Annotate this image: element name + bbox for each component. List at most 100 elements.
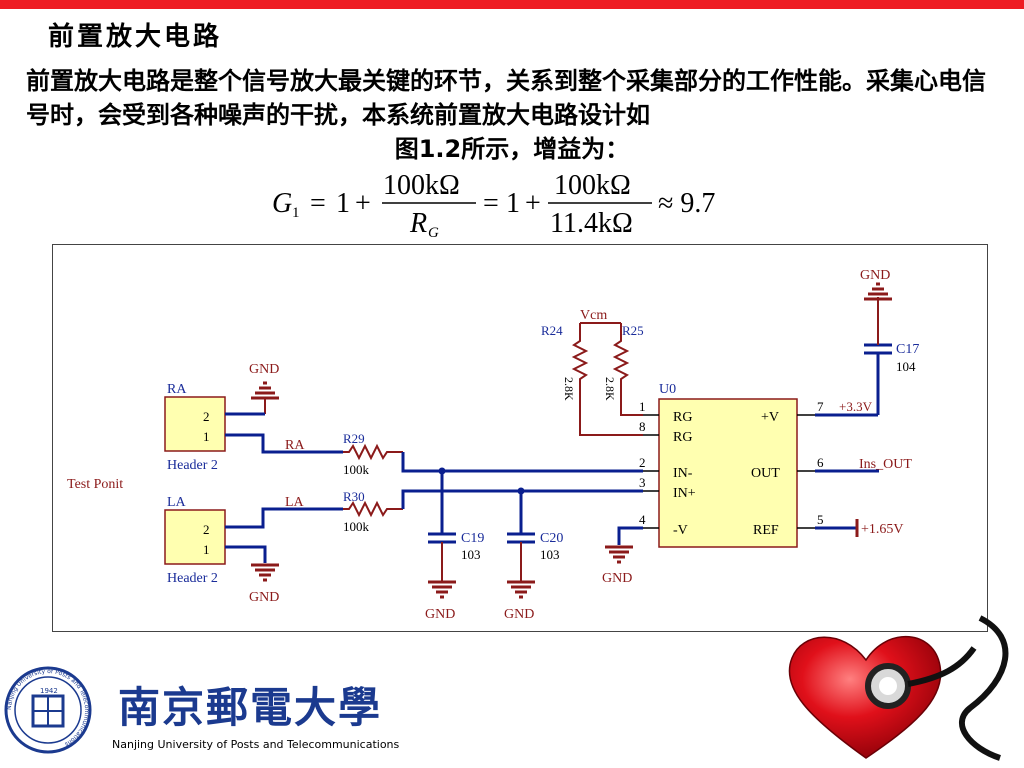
schematic-diagram: Test Ponit RA 2 1 Header 2 LA 2 1 Header… <box>52 244 988 632</box>
r25-value: 2.8K <box>603 377 617 401</box>
seal-outer-ring <box>4 666 92 754</box>
ra-pin1: 1 <box>203 429 210 444</box>
u0-chip <box>658 398 798 548</box>
paragraph: 前置放大电路是整个信号放大最关键的环节，关系到整个采集部分的工作性能。采集心电信… <box>26 67 986 129</box>
stethoscope-diaphragm <box>879 677 897 695</box>
slide-title: 前置放大电路 <box>48 22 223 52</box>
heart-shape <box>788 636 942 759</box>
wire-r29-in-minus <box>401 452 643 473</box>
u0-pin6-num: 6 <box>817 455 824 470</box>
formula-den-1: R <box>409 208 427 239</box>
ra-net-label: RA <box>285 438 305 453</box>
formula-num-1: 100kΩ <box>383 170 460 201</box>
ra-pin2: 2 <box>203 409 210 424</box>
c20-value: 103 <box>540 547 560 562</box>
r25-resistor <box>612 323 643 416</box>
gnd-label-c19: GND <box>425 607 455 622</box>
u0-pin4-num: 4 <box>639 512 646 527</box>
university-name-cn: 南京郵電大學 <box>118 683 382 732</box>
figure-ref-post: 所示，增益为： <box>461 135 630 163</box>
gain-formula: G 1 = 1 + 100kΩ R G = 1 + 100kΩ 11.4kΩ ≈… <box>272 170 715 241</box>
gnd-label-ra: GND <box>249 362 279 377</box>
seal-inner-ring <box>14 676 82 744</box>
la-pin1: 1 <box>203 542 210 557</box>
ra-header-name: RA <box>167 382 187 397</box>
wire-r30-in-plus <box>401 489 643 509</box>
gnd-symbol-ra <box>249 381 281 400</box>
la-header-name: LA <box>167 495 187 510</box>
formula-lhs-sub: 1 <box>292 205 300 221</box>
gnd-symbol-vminus <box>603 545 635 564</box>
r24-value: 2.8K <box>562 377 576 401</box>
c17-name: C17 <box>896 342 919 357</box>
formula-one-2: 1 <box>506 188 520 219</box>
r29-value: 100k <box>343 462 370 477</box>
la-header-type: Header 2 <box>167 571 218 586</box>
formula-one-1: 1 <box>336 188 350 219</box>
stethoscope-tube-connector <box>907 646 977 687</box>
test-point-label: Test Ponit <box>67 477 123 492</box>
wire-la-net <box>225 507 343 529</box>
formula-result: ≈ 9.7 <box>658 188 715 219</box>
schematic-svg: Test Ponit RA 2 1 Header 2 LA 2 1 Header… <box>67 268 919 622</box>
u0-pin-v-minus: -V <box>673 523 688 538</box>
u0-pin7-num: 7 <box>817 399 824 414</box>
v33-label: +3.3V <box>839 399 873 414</box>
u0-pin-v-plus: +V <box>761 410 779 425</box>
c17-value: 104 <box>896 359 916 374</box>
gnd-symbol-c17 <box>862 282 894 301</box>
body-text: 前置放大电路是整个信号放大最关键的环节，关系到整个采集部分的工作性能。采集心电信… <box>26 64 998 166</box>
u0-pin3-num: 3 <box>639 475 646 490</box>
u0-pin5-num: 5 <box>817 512 824 527</box>
u0-pin-in-plus: IN+ <box>673 486 696 501</box>
figure-reference: 图1.2所示，增益为： <box>26 132 998 166</box>
c19-name: C19 <box>461 531 484 546</box>
vcm-label: Vcm <box>580 308 607 323</box>
u0-name: U0 <box>659 382 676 397</box>
formula-lhs: G <box>272 188 292 219</box>
gnd-symbol-c19 <box>426 580 458 599</box>
u0-pin-in-minus: IN- <box>673 466 693 481</box>
stethoscope-tube <box>959 615 1009 761</box>
university-name-en: Nanjing University of Posts and Telecomm… <box>112 738 400 751</box>
gnd-symbol-c20 <box>505 580 537 599</box>
r24-name: R24 <box>541 323 563 338</box>
seal-year: 1942 <box>40 687 58 695</box>
formula-plus-1: + <box>355 188 371 219</box>
heart-stethoscope-icon <box>788 615 1009 761</box>
u0-pin-rg2: RG <box>673 430 692 445</box>
u0-pin-rg1: RG <box>673 410 692 425</box>
gnd-label-c17: GND <box>860 268 890 283</box>
gnd-label-c20: GND <box>504 607 534 622</box>
r29-name: R29 <box>343 431 365 446</box>
figure-ref-num: 1.2 <box>418 135 462 163</box>
c20-name: C20 <box>540 531 563 546</box>
v165-label: +1.65V <box>861 522 904 537</box>
formula-plus-2: + <box>525 188 541 219</box>
r25-name: R25 <box>622 323 644 338</box>
formula-eq-1: = <box>310 188 326 219</box>
u0-pin8-num: 8 <box>639 419 646 434</box>
ra-header-connector <box>164 396 226 452</box>
r30-resistor <box>343 500 403 518</box>
formula-num-2: 100kΩ <box>554 170 631 201</box>
wire-ra-net <box>225 433 343 454</box>
wire-vminus-gnd <box>617 526 643 545</box>
top-accent-bar <box>0 0 1024 9</box>
u0-pin-out: OUT <box>751 466 780 481</box>
gnd-label-la: GND <box>249 590 279 605</box>
r30-name: R30 <box>343 489 365 504</box>
c19-value: 103 <box>461 547 481 562</box>
formula-den-1-sub: G <box>428 225 439 241</box>
formula-eq-2: = <box>483 188 499 219</box>
u0-pin1-num: 1 <box>639 399 646 414</box>
ra-header-type: Header 2 <box>167 458 218 473</box>
gnd-label-vminus: GND <box>602 571 632 586</box>
r30-value: 100k <box>343 519 370 534</box>
formula-den-2: 11.4kΩ <box>550 208 633 239</box>
ins-out-label: Ins_OUT <box>859 457 912 472</box>
r24-resistor <box>571 323 643 436</box>
university-logo: Nanjing University of Posts and Telecomm… <box>4 666 400 754</box>
figure-ref-pre: 图 <box>394 135 419 163</box>
wire-la-pin1 <box>225 545 267 563</box>
